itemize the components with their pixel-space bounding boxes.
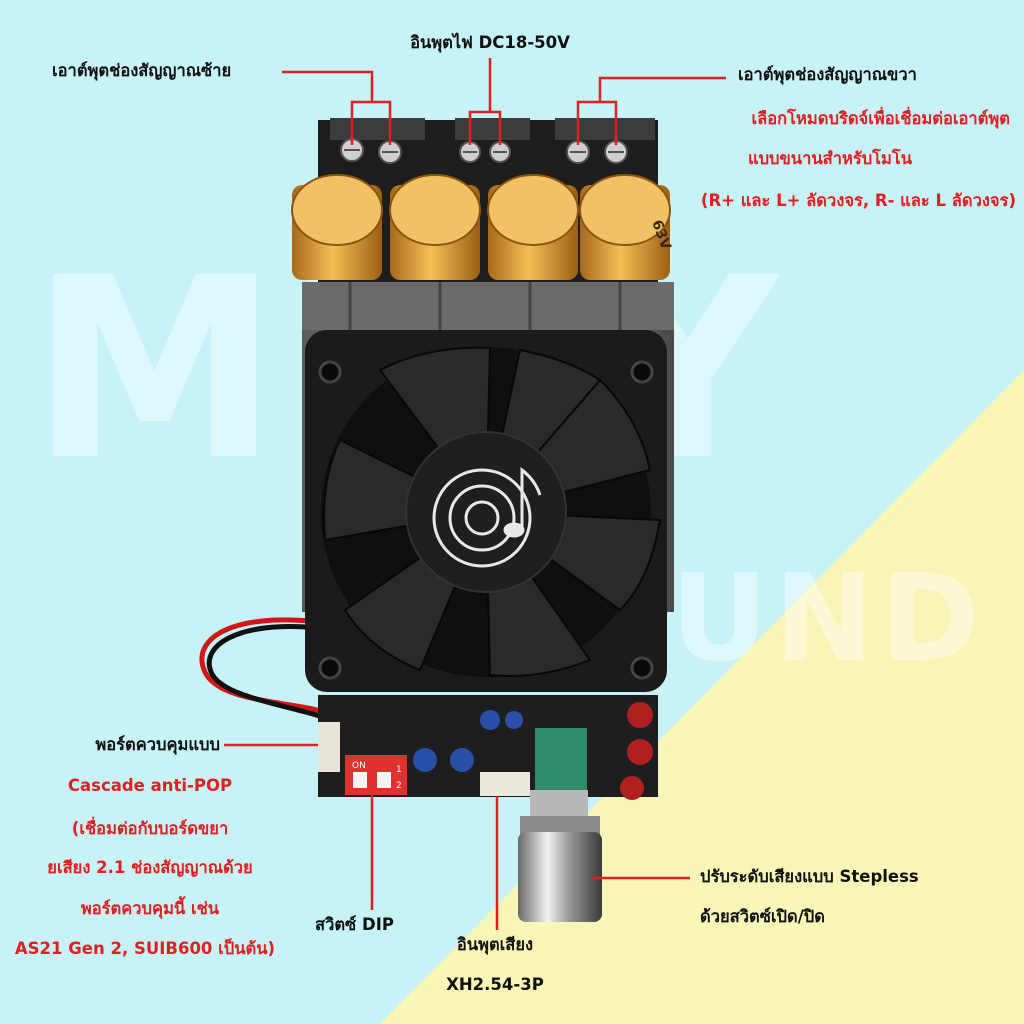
dip-switch — [345, 755, 407, 795]
dip-on-mark: ON — [352, 761, 366, 771]
capacitors — [291, 174, 671, 280]
power-input-label: อินพุตไฟ DC18-50V — [410, 33, 570, 52]
dip-two-mark: 2 — [396, 781, 402, 791]
audio-connector-label: XH2.54-3P — [446, 975, 544, 994]
dip-switch-label: สวิตซ์ DIP — [315, 915, 394, 934]
cooling-fan — [305, 330, 667, 692]
cascade-note-line3: พอร์ตควบคุมนี้ เช่น — [80, 899, 220, 918]
bridge-mode-line1: เลือกโหมดบริดจ์เพื่อเชื่อมต่อเอาต์พุต — [751, 109, 1011, 128]
cascade-note-line4: AS21 Gen 2, SUIB600 เป็นต้น) — [14, 939, 276, 958]
fan-wire — [199, 617, 338, 725]
volume-potentiometer — [518, 728, 602, 922]
callout-lines — [224, 58, 726, 930]
cascade-label: Cascade anti-POP — [67, 776, 233, 795]
volume-label-line2: ด้วยสวิตซ์เปิด/ปิด — [700, 907, 825, 926]
cascade-note-line1: (เชื่อมต่อกับบอร์ดขยา — [71, 819, 229, 838]
left-output-label: เอาต์พุตช่องสัญญาณซ้าย — [52, 61, 232, 80]
right-output-label: เอาต์พุตช่องสัญญาณขวา — [738, 65, 917, 84]
cascade-note-line2: ยเสียง 2.1 ช่องสัญญาณด้วย — [47, 858, 253, 877]
bridge-mode-line2: แบบขนานสำหรับโมโน — [747, 149, 913, 168]
dip-one-mark: 1 — [396, 765, 402, 775]
control-port-label: พอร์ตควบคุมแบบ — [95, 735, 220, 754]
volume-label-line1: ปรับระดับเสียงแบบ Stepless — [700, 867, 919, 886]
music-note-disc-icon — [432, 466, 542, 568]
bridge-mode-line3: (R+ และ L+ ลัดวงจร, R- และ L ลัดวงจร) — [700, 191, 1016, 210]
audio-input-label: อินพุตเสียง — [456, 935, 534, 954]
